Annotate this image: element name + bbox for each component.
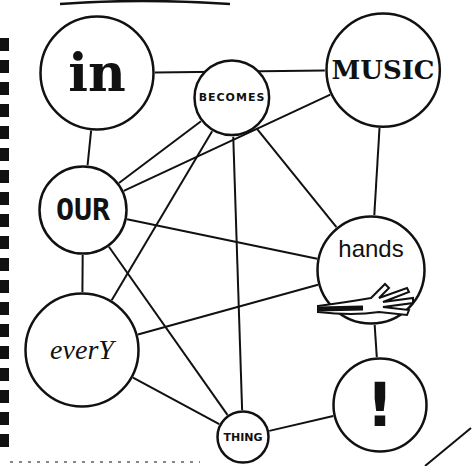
connector-line xyxy=(374,128,379,215)
node-word: OUR xyxy=(56,195,110,225)
hand-drawing xyxy=(316,215,426,325)
word-circle: ! xyxy=(332,357,428,453)
corner-stroke xyxy=(425,428,471,466)
node-word: MUSIC xyxy=(331,57,434,83)
node-word: THING xyxy=(223,432,262,443)
left-border-dashes xyxy=(0,38,9,447)
connector-line xyxy=(88,131,92,166)
connector-line xyxy=(233,137,242,410)
node-word: BECOMES xyxy=(199,92,266,103)
word-circle: in xyxy=(39,15,155,131)
word-circle: OUR xyxy=(38,165,128,255)
connector-line xyxy=(269,416,333,431)
node-word: everY xyxy=(50,336,114,364)
connector-line xyxy=(256,128,336,227)
small-word-circle: THING xyxy=(216,410,270,464)
node-word: ! xyxy=(366,375,393,435)
word-circle: everY xyxy=(24,292,140,408)
connector-line xyxy=(81,255,83,292)
bottom-stroke xyxy=(10,462,200,463)
connector-line xyxy=(375,325,377,357)
node-word: hands xyxy=(338,237,403,261)
word-circle: hands xyxy=(316,215,426,325)
node-word: in xyxy=(68,47,126,99)
connector-line xyxy=(138,285,318,335)
top-stroke xyxy=(60,1,230,4)
small-word-circle: BECOMES xyxy=(193,59,271,137)
word-circle: MUSIC xyxy=(325,12,441,128)
connector-line xyxy=(133,378,219,425)
